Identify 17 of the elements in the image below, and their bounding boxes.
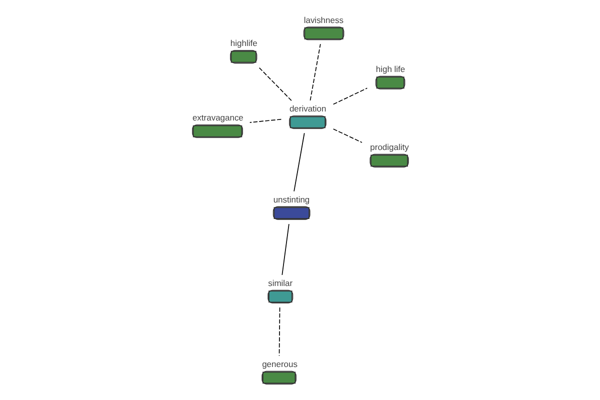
connector: [282, 224, 290, 276]
node-label: high life: [376, 64, 406, 74]
node-label: prodigality: [370, 142, 409, 152]
connector: [258, 67, 292, 101]
connector: [294, 132, 305, 192]
node-label: similar: [268, 278, 293, 288]
node-label: lavishness: [304, 14, 344, 25]
connector: [278, 307, 280, 356]
node-label: unstinting: [273, 194, 310, 204]
node-label: derivation: [289, 104, 326, 114]
connector: [332, 88, 368, 105]
connector: [310, 44, 321, 101]
connector: [249, 118, 282, 123]
connector: [332, 128, 362, 143]
node-label: highlife: [230, 38, 258, 48]
node-label: generous: [262, 359, 298, 370]
node-label: extravagance: [192, 112, 244, 123]
